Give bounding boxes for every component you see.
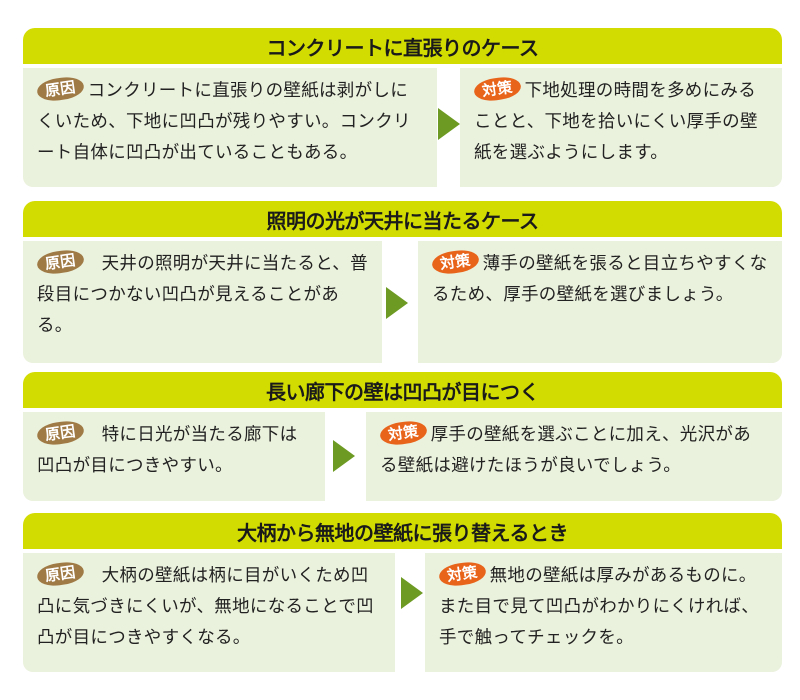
section-panels: 原因特に日光が当たる廊下は凹凸が目につきやすい。 対策厚手の壁紙を選ぶことに加え… [23, 412, 782, 501]
arrow-right-icon [401, 577, 423, 609]
section-title: 大柄から無地の壁紙に張り替えるとき [23, 513, 782, 549]
solution-text: 無地の壁紙は厚みがあるものに。また目で見て凹凸がわかりにくければ、手で触ってチェ… [439, 566, 760, 648]
case-section-concrete: コンクリートに直張りのケース 原因コンクリートに直張りの壁紙は剥がしにくいため、… [23, 28, 782, 187]
cause-text: コンクリートに直張りの壁紙は剥がしにくいため、下地に凹凸が残りやすい。コンクリー… [37, 81, 411, 163]
solution-box: 対策無地の壁紙は厚みがあるものに。また目で見て凹凸がわかりにくければ、手で触って… [425, 553, 782, 672]
solution-box: 対策下地処理の時間を多めにみることと、下地を拾いにくい厚手の壁紙を選ぶようにしま… [460, 68, 782, 187]
solution-badge: 対策 [437, 559, 487, 589]
solution-box: 対策厚手の壁紙を選ぶことに加え、光沢がある壁紙は避けたほうが良いでしょう。 [366, 412, 782, 501]
cause-badge: 原因 [35, 559, 85, 589]
cause-box: 原因特に日光が当たる廊下は凹凸が目につきやすい。 [23, 412, 325, 501]
solution-box: 対策薄手の壁紙を張ると目立ちやすくなるため、厚手の壁紙を選びましょう。 [418, 241, 782, 363]
solution-badge: 対策 [378, 418, 428, 448]
case-section-pattern-to-plain: 大柄から無地の壁紙に張り替えるとき 原因大柄の壁紙は柄に目がいくため凹凸に気づき… [23, 513, 782, 672]
cause-badge: 原因 [35, 418, 85, 448]
solution-text: 下地処理の時間を多めにみることと、下地を拾いにくい厚手の壁紙を選ぶようにします。 [474, 81, 758, 163]
arrow-right-icon [438, 108, 460, 140]
cause-box: 原因天井の照明が天井に当たると、普段目につかない凹凸が見えることがある。 [23, 241, 382, 363]
solution-badge: 対策 [472, 74, 522, 104]
section-title: 照明の光が天井に当たるケース [23, 201, 782, 237]
solution-text: 厚手の壁紙を選ぶことに加え、光沢がある壁紙は避けたほうが良いでしょう。 [380, 425, 752, 476]
case-section-lighting: 照明の光が天井に当たるケース 原因天井の照明が天井に当たると、普段目につかない凹… [23, 201, 782, 363]
case-section-hallway: 長い廊下の壁は凹凸が目につく 原因特に日光が当たる廊下は凹凸が目につきやすい。 … [23, 372, 782, 501]
cause-badge: 原因 [35, 74, 85, 104]
cause-text: 特に日光が当たる廊下は凹凸が目につきやすい。 [37, 425, 298, 476]
solution-text: 薄手の壁紙を張ると目立ちやすくなるため、厚手の壁紙を選びましょう。 [432, 254, 768, 305]
cause-box: 原因大柄の壁紙は柄に目がいくため凹凸に気づきにくいが、無地になることで凹凸が目に… [23, 553, 395, 672]
arrow-right-icon [333, 440, 355, 472]
solution-badge: 対策 [430, 247, 480, 277]
cause-box: 原因コンクリートに直張りの壁紙は剥がしにくいため、下地に凹凸が残りやすい。コンク… [23, 68, 437, 187]
arrow-right-icon [386, 287, 408, 319]
section-panels: 原因大柄の壁紙は柄に目がいくため凹凸に気づきにくいが、無地になることで凹凸が目に… [23, 553, 782, 672]
cause-text: 天井の照明が天井に当たると、普段目につかない凹凸が見えることがある。 [37, 254, 368, 336]
section-panels: 原因コンクリートに直張りの壁紙は剥がしにくいため、下地に凹凸が残りやすい。コンク… [23, 68, 782, 187]
section-title: 長い廊下の壁は凹凸が目につく [23, 372, 782, 408]
cause-text: 大柄の壁紙は柄に目がいくため凹凸に気づきにくいが、無地になることで凹凸が目につき… [37, 566, 374, 648]
section-panels: 原因天井の照明が天井に当たると、普段目につかない凹凸が見えることがある。 対策薄… [23, 241, 782, 363]
cause-badge: 原因 [35, 247, 85, 277]
section-title: コンクリートに直張りのケース [23, 28, 782, 64]
